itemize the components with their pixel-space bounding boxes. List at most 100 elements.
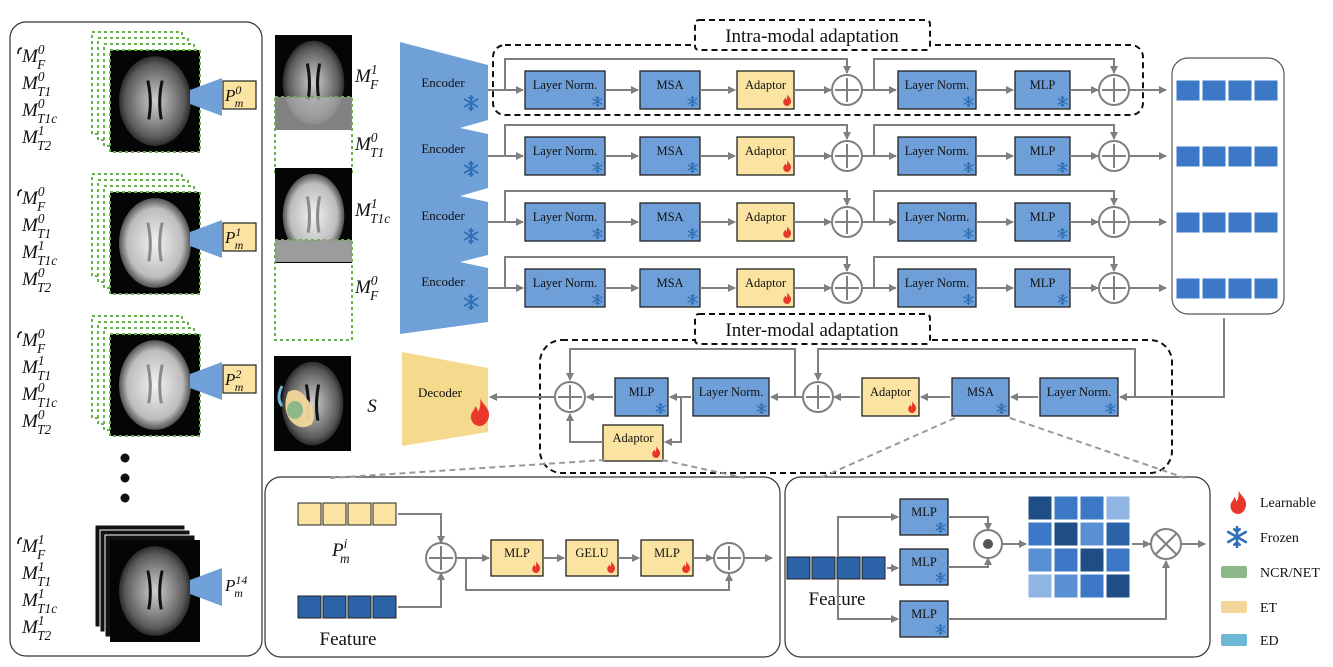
layer-norm-block-rect <box>524 202 606 242</box>
attention-cell <box>1105 547 1131 573</box>
prompt-to-sum-arrow <box>398 513 445 544</box>
inter-adaptor-block-label: Adaptor <box>870 385 912 399</box>
v-to-mul-arrow <box>948 560 1170 620</box>
residual-sum <box>831 74 863 106</box>
attention-cell <box>1027 521 1053 547</box>
tokens-to-inter-arrow <box>1119 318 1225 401</box>
adaptor-block: Adaptor <box>736 268 795 308</box>
token-cell <box>1227 79 1253 102</box>
prompt-token <box>372 502 397 526</box>
token-cell <box>1175 277 1201 300</box>
attention-cell <box>1053 495 1079 521</box>
prompt-projection <box>190 220 222 258</box>
brain-tissue <box>119 546 191 636</box>
dot-product-node <box>973 529 1003 559</box>
residual-sum <box>1098 272 1130 304</box>
prompt-projection <box>190 362 222 400</box>
inter-layer-norm-block: Layer Norm. <box>1039 377 1119 417</box>
residual-skip <box>504 124 851 156</box>
query-mlp-block-label: MLP <box>911 505 937 519</box>
k-to-dot-arrow <box>948 557 992 568</box>
residual-skip <box>873 124 1118 156</box>
layer-norm-block-rect <box>524 136 606 176</box>
mlp-block-label: MLP <box>1030 276 1056 290</box>
brain-image <box>110 192 200 294</box>
mlp-block: MLP <box>1014 202 1071 242</box>
attention-cell <box>1105 495 1131 521</box>
encoder-shape <box>400 42 488 334</box>
flame-icon <box>1230 490 1247 514</box>
prompt-token <box>322 502 347 526</box>
adaptor-block-label: Adaptor <box>745 78 787 92</box>
zoom-line <box>329 459 606 479</box>
value-mlp-block-label: MLP <box>911 607 937 621</box>
token-cell <box>1201 145 1227 168</box>
ventricle-left <box>146 80 152 120</box>
token-cell <box>1227 277 1253 300</box>
mlp-block-label: MLP <box>1030 78 1056 92</box>
intra-modal-title: Intra-modal adaptation <box>725 26 899 47</box>
feature-token <box>297 595 322 619</box>
attention-cell <box>1079 573 1105 599</box>
legend-label: ED <box>1260 634 1279 649</box>
q-to-dot-arrow <box>948 516 992 531</box>
feature-token <box>836 556 861 580</box>
layer-norm-block-rect <box>524 268 606 308</box>
parallel-adaptor-block: Adaptor <box>602 424 664 462</box>
msa-block-label: MSA <box>656 276 683 290</box>
token-cell <box>1201 211 1227 234</box>
encoder-label: Encoder <box>421 141 465 156</box>
ellipsis-dot <box>120 493 130 503</box>
encoder-label: Encoder <box>421 274 465 289</box>
inter-msa-block-label: MSA <box>967 385 994 399</box>
attention-cell <box>1105 573 1131 599</box>
layer-norm-block: Layer Norm. <box>524 202 606 242</box>
feature-token <box>786 556 811 580</box>
inter-modal-title-box <box>694 313 931 345</box>
attention-cell <box>1079 521 1105 547</box>
brain-tissue <box>119 56 191 146</box>
residual-sum <box>1098 206 1130 238</box>
token-cell <box>1175 211 1201 234</box>
residual-skip <box>873 256 1118 288</box>
token-cell <box>1227 145 1253 168</box>
residual-skip <box>504 256 851 288</box>
ventricle-right <box>158 222 164 262</box>
adaptor-residual <box>465 558 733 591</box>
paren-top <box>17 189 23 197</box>
feature-to-v-arrow <box>837 580 899 623</box>
ventricle-left <box>305 196 311 233</box>
prompt-box <box>222 222 257 252</box>
tumor-ed-region <box>277 385 284 407</box>
feature-to-sum-arrow <box>398 572 445 608</box>
attention-cell <box>1105 521 1131 547</box>
prompt-projection <box>190 78 222 116</box>
layer-norm-block-label: Layer Norm. <box>533 276 598 290</box>
missing-flair-frame <box>274 239 353 341</box>
prompt-box <box>222 364 257 394</box>
layer-norm-block: Layer Norm. <box>897 70 977 110</box>
ventricle-left <box>305 63 311 100</box>
inter-layer-norm-block-rect <box>1039 377 1119 417</box>
paren-top <box>17 537 23 545</box>
token-cell <box>1201 79 1227 102</box>
missing-t1-frame <box>274 96 353 173</box>
token-cell <box>1175 145 1201 168</box>
